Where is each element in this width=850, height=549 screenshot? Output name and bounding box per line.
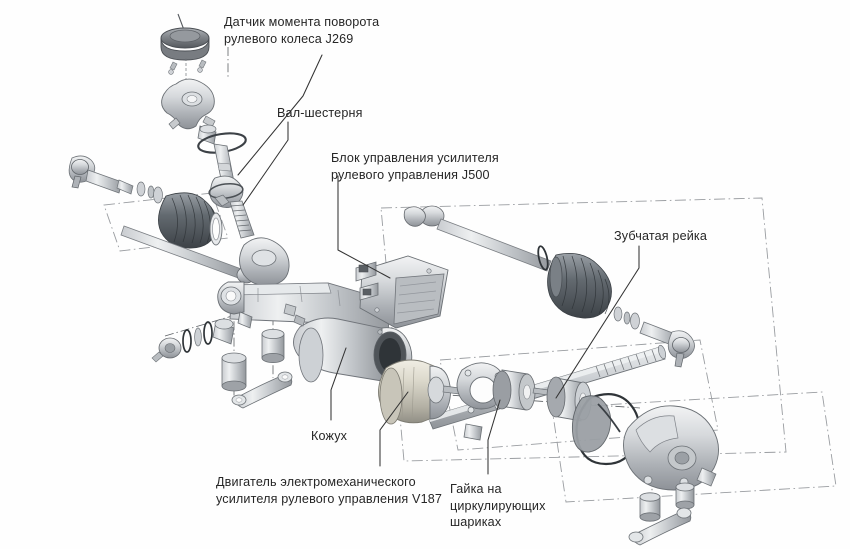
label-power-steering-control-unit: Блок управления усилителя рулевого управ… [331,151,499,182]
mounting-hardware-group [221,328,293,409]
label-housing-cover: Кожух [311,429,348,443]
label-motor: Двигатель электромеханического усилителя… [216,475,443,506]
column-stub [177,13,185,31]
mounting-bushing-right [261,328,285,363]
right-inner-tie-rod [403,205,552,272]
leader-line-layer [237,54,640,475]
toothed-belt [571,393,641,466]
label-toothed-rack: Зубчатая рейка [614,229,708,243]
left-linkage-group [68,155,256,284]
outline-left-linkage [103,192,229,252]
right-boot-clamps [613,306,640,330]
drive-train-group [378,359,719,546]
right-rubber-boot [547,252,612,319]
leader-ballnut [487,399,501,475]
gearbox-bracket [628,507,692,546]
leader-housing [330,347,347,421]
left-boot-clamps [136,181,163,204]
mounting-bushing-left [221,352,247,392]
gearbox-bushings [639,482,695,522]
pinion-gear-teeth [229,200,255,239]
drive-pulley [492,369,557,411]
outline-gearbox [551,391,837,503]
right-tie-rod-end [639,321,695,368]
motor-mount-plate [456,362,506,414]
left-rubber-boot [158,192,223,249]
sensor-cap [160,27,210,61]
leader-ecu [337,175,391,279]
left-tie-rod-end [68,155,134,195]
gearbox-cable [597,403,621,433]
gearbox-end-housing [597,403,719,491]
oring-set [151,311,253,363]
pinion-shaft-body [208,143,244,208]
leader-motor [379,391,409,467]
mounting-bracket-plate [231,371,293,409]
leader-rack [555,245,640,399]
sensor-bracket [161,78,216,130]
label-ball-nut: Гайка на циркулирующих шариках [450,482,546,529]
leader-sensor [237,54,323,176]
leader-pinion [242,121,289,206]
right-retaining-ring [537,245,549,271]
label-steering-torque-sensor: Датчик момента поворота рулевого колеса … [224,15,380,46]
housing-fitting [283,303,297,317]
upper-column-group [160,13,255,239]
drive-spacer-block [463,423,483,441]
label-pinion-shaft: Вал-шестерня [277,106,363,120]
